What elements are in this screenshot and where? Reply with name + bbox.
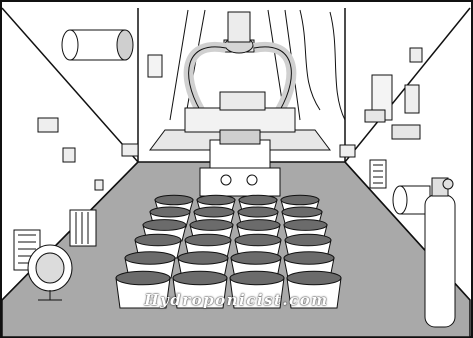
watermark-text: Hydroponicist.com: [0, 291, 473, 309]
ceiling-fan-icon: [224, 12, 254, 53]
oil-heater-icon: [70, 210, 96, 246]
water-manifold: [200, 168, 280, 196]
right-inline-fan-icon: [393, 186, 430, 214]
right-vent-grille: [370, 160, 386, 188]
wall-exhaust-fan-icon: [62, 30, 133, 60]
